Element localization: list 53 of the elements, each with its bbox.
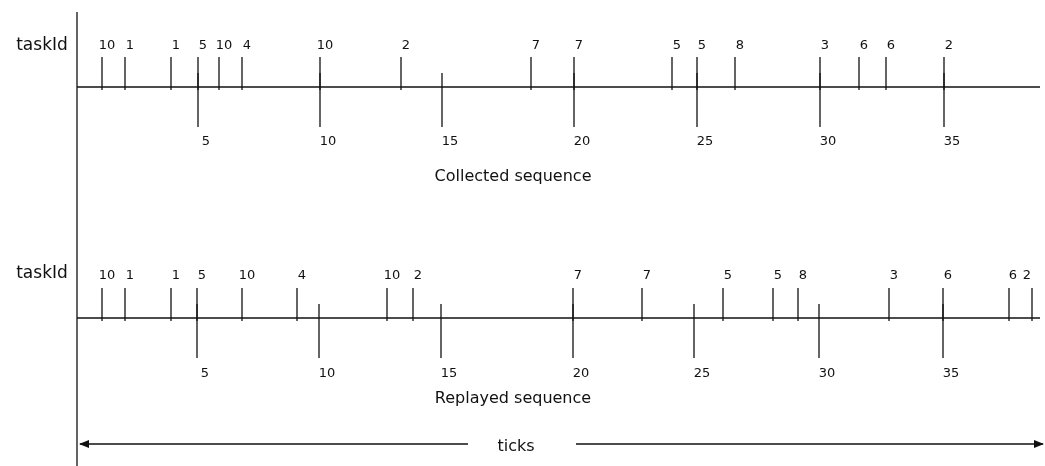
tick-number: 25 [696,133,714,147]
task-id-label: 4 [242,37,252,51]
task-id-label: 6 [859,37,869,51]
task-id-label: 10 [238,267,256,281]
tick-number: 30 [818,365,836,379]
tick-number: 30 [819,133,837,147]
tick-number: 10 [319,133,337,147]
task-id-label: 5 [197,267,207,281]
task-id-label: 5 [773,267,783,281]
task-id-label: 10 [215,37,233,51]
task-id-label: 2 [1022,267,1032,281]
task-id-label: 1 [171,37,181,51]
tick-number: 20 [573,133,591,147]
task-id-label: 10 [98,37,116,51]
axis-label: taskId [16,263,68,281]
tick-number: 5 [200,365,210,379]
task-id-label: 10 [316,37,334,51]
tick-number: 35 [942,365,960,379]
task-id-label: 7 [573,267,583,281]
task-id-label: 5 [672,37,682,51]
axis-label: ticks [497,438,535,454]
task-id-label: 1 [171,267,181,281]
task-id-label: 5 [697,37,707,51]
task-id-label: 5 [198,37,208,51]
sequence-caption: Replayed sequence [434,390,592,406]
tick-number: 15 [440,365,458,379]
task-id-label: 7 [574,37,584,51]
task-id-label: 10 [383,267,401,281]
tick-number: 10 [318,365,336,379]
task-id-label: 2 [413,267,423,281]
task-id-label: 7 [531,37,541,51]
tick-number: 20 [572,365,590,379]
tick-number: 35 [943,133,961,147]
task-id-label: 7 [642,267,652,281]
task-id-label: 2 [401,37,411,51]
task-id-label: 10 [98,267,116,281]
task-id-label: 6 [943,267,953,281]
task-id-label: 1 [125,267,135,281]
task-id-label: 8 [735,37,745,51]
task-id-label: 6 [1008,267,1018,281]
task-id-label: 3 [820,37,830,51]
task-id-label: 3 [889,267,899,281]
task-id-label: 8 [798,267,808,281]
sequence-caption: Collected sequence [434,168,592,184]
tick-number: 5 [201,133,211,147]
task-id-label: 2 [944,37,954,51]
task-id-label: 4 [297,267,307,281]
tick-number: 25 [693,365,711,379]
axis-label: taskId [16,35,68,53]
tick-number: 15 [441,133,459,147]
task-id-label: 6 [886,37,896,51]
task-id-label: 1 [125,37,135,51]
task-id-label: 5 [723,267,733,281]
